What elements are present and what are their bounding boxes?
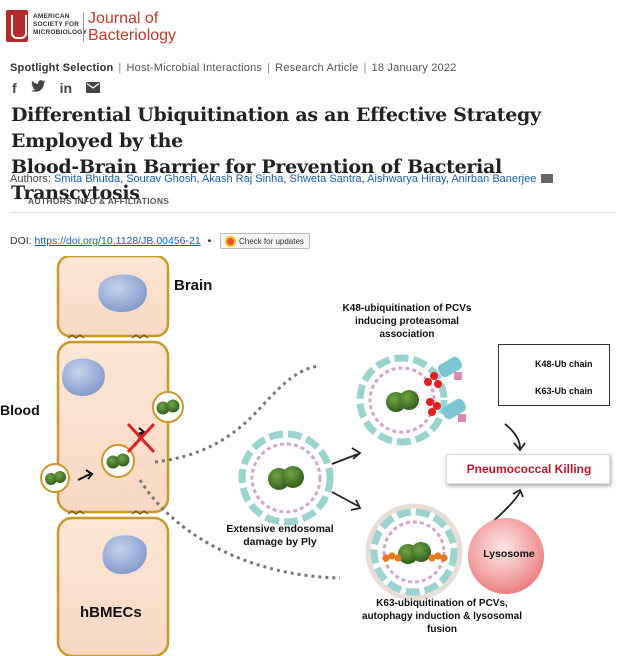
killing-label: Pneumococcal Killing [466, 462, 592, 476]
endothelial-cells [56, 254, 170, 656]
brain-label: Brain [174, 277, 213, 294]
k63-caption-line: autophagy induction & lysosomal [361, 611, 522, 622]
ext-caption-line: Extensive endosomal [226, 523, 334, 535]
linkedin-icon[interactable]: in [59, 80, 73, 96]
check-updates-label: Check for updates [239, 237, 304, 246]
doi-link[interactable]: https://doi.org/10.1128/JB.00456-21 [34, 235, 201, 247]
author-link[interactable]: Aishwarya Hiray [367, 173, 446, 185]
type-label: Research Article [275, 62, 359, 74]
author-link[interactable]: Sourav Ghosh [126, 173, 197, 185]
journal-name-line2: Bacteriology [88, 27, 177, 44]
affiliations-toggle[interactable]: AUTHORS INFO & AFFILIATIONS [28, 196, 170, 206]
category-label[interactable]: Spotlight Selection [10, 62, 114, 74]
k63-caption-line: fusion [427, 624, 457, 635]
lysosome-label: Lysosome [483, 548, 535, 560]
k48-caption-line: association [379, 329, 435, 340]
author-link[interactable]: Shweta Santra [289, 173, 362, 185]
article-title: Differential Ubiquitination as an Effect… [11, 102, 616, 206]
damaged-endosome [238, 430, 334, 526]
divider [10, 212, 615, 213]
endosomal-damage-caption: Extensive endosomal damage by Ply [225, 523, 335, 549]
facebook-icon[interactable]: f [12, 80, 17, 96]
doi-label: DOI: [10, 235, 32, 247]
k63-caption: K63-ubiquitination of PCVs, autophagy in… [347, 597, 537, 636]
journal-name: Journal of Bacteriology [88, 10, 176, 44]
author-link[interactable]: Akash Raj Sinha [202, 173, 284, 185]
k48-caption-line: inducing proteasomal [355, 316, 459, 327]
author-link[interactable]: Smita Bhutda [54, 173, 121, 185]
chain-legend: K48-Ub chain K63-Ub chain [498, 344, 610, 406]
twitter-icon[interactable] [30, 80, 46, 96]
article-meta: Spotlight Selection|Host-Microbial Inter… [10, 62, 457, 74]
figure-graphics [40, 254, 544, 656]
asm-logo-icon [6, 10, 28, 42]
k63-caption-line: K63-ubiquitination of PCVs, [376, 598, 508, 609]
pneumococcus-cells [40, 391, 184, 493]
ext-caption-line: damage by Ply [243, 536, 317, 548]
logo-divider [83, 12, 84, 42]
date-label: 18 January 2022 [371, 62, 457, 74]
blood-label: Blood [0, 402, 40, 418]
email-icon[interactable] [541, 174, 554, 183]
title-line-2: Blood-Brain Barrier for Prevention of Ba… [11, 156, 502, 204]
section-label[interactable]: Host-Microbial Interactions [126, 62, 263, 74]
author-link[interactable]: Anirban Banerjee [451, 173, 537, 185]
crossmark-icon [225, 236, 236, 247]
authors-label: Authors: [10, 173, 51, 185]
legend-k48-label: K48-Ub chain [535, 359, 593, 369]
email-share-icon[interactable] [86, 80, 101, 96]
k63-vesicle [365, 503, 544, 601]
k48-caption-line: K48-ubiquitination of PCVs [342, 303, 472, 314]
journal-name-line1: Journal of [88, 10, 159, 27]
graphical-abstract: Brain Blood hBMECs K48-ubiquitination of… [0, 254, 621, 656]
legend-k63-label: K63-Ub chain [535, 386, 593, 396]
title-line-1: Differential Ubiquitination as an Effect… [11, 104, 541, 152]
check-for-updates-button[interactable]: Check for updates [220, 233, 310, 249]
proteasome-icon [437, 356, 467, 422]
doi-line: DOI: https://doi.org/10.1128/JB.00456-21… [10, 235, 212, 247]
share-bar: f in [12, 80, 101, 96]
author-list: Authors: Smita Bhutda, Sourav Ghosh, Aka… [10, 173, 554, 185]
killing-box: Pneumococcal Killing [446, 454, 610, 484]
society-name: AMERICAN SOCIETY FOR MICROBIOLOGY [33, 13, 88, 36]
journal-logo[interactable]: AMERICAN SOCIETY FOR MICROBIOLOGY Journa… [6, 6, 206, 48]
hbmecs-label: hBMECs [80, 604, 142, 621]
k48-caption: K48-ubiquitination of PCVs inducing prot… [312, 302, 502, 341]
k48-vesicle [356, 354, 467, 446]
